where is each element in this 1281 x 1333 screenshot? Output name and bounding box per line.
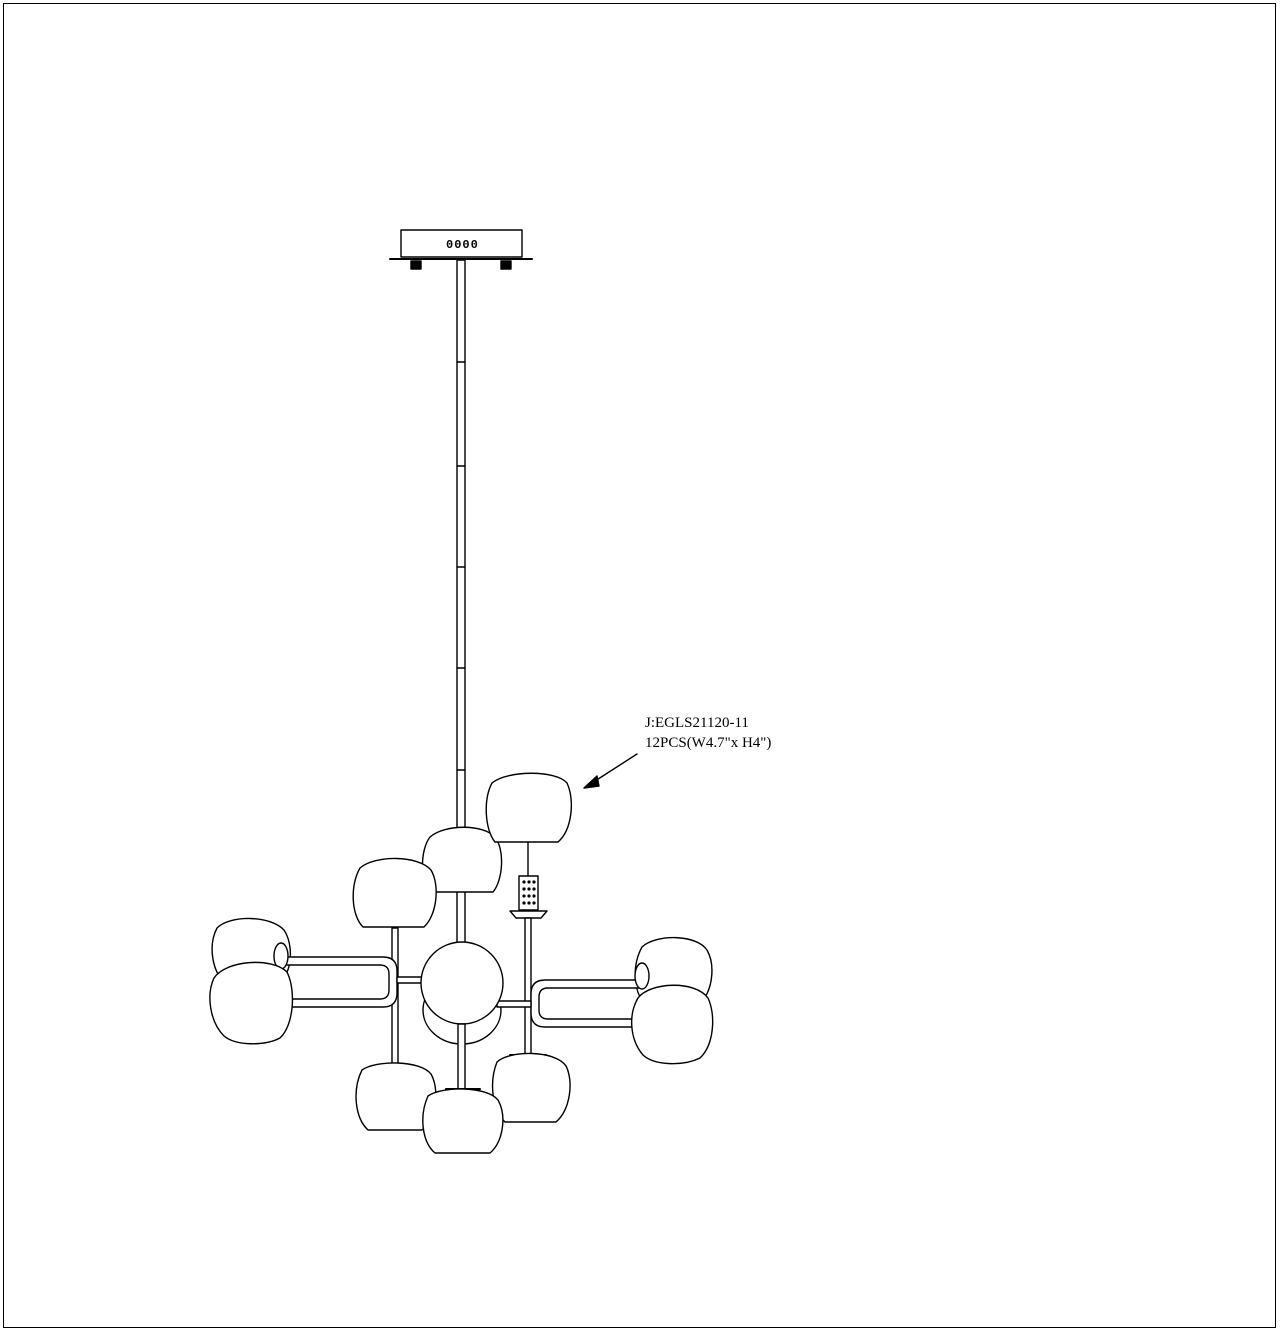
drawing-frame <box>3 3 1276 1328</box>
canopy-marking: 0000 <box>446 238 479 252</box>
glass-shade <box>352 857 437 928</box>
glass-shade <box>422 1088 504 1154</box>
callout-part-code: J:EGLS21120-11 <box>645 715 749 731</box>
glass-shade <box>491 1052 571 1123</box>
glass-shade <box>209 961 294 1045</box>
central-hub <box>420 941 504 1090</box>
glass-shade <box>485 772 573 843</box>
glass-shade <box>630 984 714 1065</box>
arm-left-u <box>273 942 428 1008</box>
callout-spec: 12PCS(W4.7"x H4") <box>645 735 772 751</box>
lower-shades <box>355 1052 571 1154</box>
callout-leader-arrow <box>583 753 638 789</box>
ceiling-canopy <box>389 229 533 270</box>
arm-right-u <box>496 962 650 1028</box>
lamp-socket-detail <box>509 842 548 1059</box>
side-shades <box>209 961 714 1065</box>
